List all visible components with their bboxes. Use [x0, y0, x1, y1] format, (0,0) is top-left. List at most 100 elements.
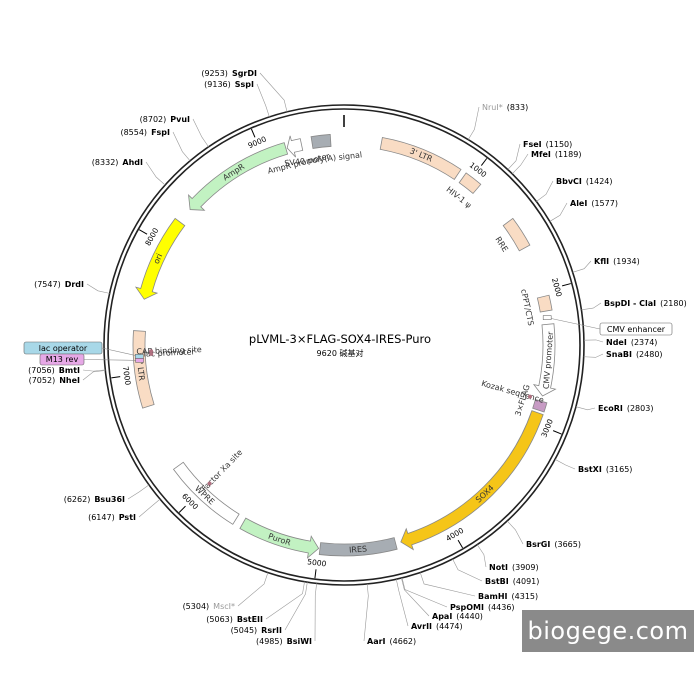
site-label-bsu36i: (6262)Bsu36I — [64, 495, 125, 504]
plasmid-size: 9620 碱基对 — [317, 348, 364, 358]
small-feature-label-lac-operator: lac operator — [39, 344, 88, 353]
feature-puror — [239, 517, 320, 559]
site-label-msci: (5304)MscI* — [183, 602, 235, 611]
site-label-fspi: (8554)FspI — [120, 128, 170, 137]
site-leader — [536, 180, 554, 202]
site-label-sspi: (9136)SspI — [204, 80, 254, 89]
tick-mark — [562, 283, 571, 287]
site-leader — [572, 260, 592, 273]
site-label-sgrdi: (9253)SgrDI — [201, 69, 257, 78]
site-leader — [192, 118, 209, 148]
site-leader — [314, 583, 317, 642]
tick-label: 3000 — [539, 417, 555, 438]
tick-mark — [138, 229, 148, 235]
site-leader — [86, 283, 110, 294]
tick-mark — [178, 505, 186, 513]
tick-mark — [314, 569, 317, 579]
site-leader — [507, 143, 521, 170]
feature-rre — [502, 217, 531, 252]
feature-3-ltr — [379, 137, 462, 180]
site-label-kfli: KflI(1934) — [594, 257, 640, 266]
site-label-avrii: AvrII(4474) — [411, 622, 463, 631]
site-label-pspomi: PspOMI(4436) — [450, 603, 515, 612]
feature-ori — [134, 217, 186, 300]
site-leader — [82, 369, 106, 372]
site-label-bsrgi: BsrGI(3665) — [526, 540, 581, 549]
small-feature-label-cmv-enhancer: CMV enhancer — [607, 325, 666, 334]
site-leader — [138, 498, 161, 518]
site-leader — [172, 131, 191, 162]
site-leader — [127, 484, 150, 500]
site-leader — [82, 370, 106, 381]
site-leader — [549, 202, 568, 222]
site-label-pvui: (8702)PvuI — [140, 115, 190, 124]
small-feature-label-cap-binding-site: CAP binding site — [136, 345, 202, 356]
site-label-aari: AarI(4662) — [367, 637, 416, 646]
site-leader — [401, 577, 448, 608]
feature-ampr — [188, 142, 289, 211]
feature-sox4 — [400, 410, 544, 551]
site-label-bspdi-clai: BspDI - ClaI(2180) — [604, 299, 687, 308]
small-feature-mark-m13-rev — [135, 358, 144, 363]
tick-mark — [480, 158, 488, 166]
site-label-nrui: NruI*(833) — [482, 103, 528, 112]
feature-label-3-ltr: 3' LTR — [135, 357, 147, 382]
tick-label: 8000 — [143, 226, 160, 247]
small-feature-label-m13-rev: M13 rev — [46, 355, 79, 364]
feature-label-ori: ori — [152, 252, 165, 265]
small-feature-label-kozak-sequence: Kozak sequence — [480, 379, 545, 405]
feature-label-rre: RRE — [493, 235, 509, 253]
feature-3-flag — [532, 399, 548, 413]
small-feature-label-lac-promoter: lac promoter — [143, 347, 195, 358]
watermark: biogege.com — [522, 610, 694, 652]
tick-mark — [457, 539, 464, 549]
site-leader — [476, 544, 487, 568]
tick-mark — [552, 430, 562, 435]
small-feature-label-factor-xa-site: Factor Xa site — [200, 448, 244, 493]
tick-label: 2000 — [550, 277, 564, 298]
feature-hiv-1 — [458, 172, 482, 195]
feature-label-cppt-cts: cPPT/CTS — [519, 288, 535, 326]
site-leader — [401, 577, 430, 617]
backbone-inner-circle — [107, 108, 581, 582]
site-label-nhei: (7052)NheI — [29, 376, 80, 385]
feature-cppt-cts — [536, 294, 553, 313]
site-leader — [575, 406, 596, 411]
site-leader — [583, 353, 604, 358]
site-label-fsei: FseI(1150) — [523, 140, 572, 149]
feature-ires — [318, 537, 398, 557]
small-feature-leader — [547, 317, 601, 330]
small-feature-mark-lac-promoter — [149, 351, 154, 356]
site-label-apai: ApaI(4440) — [432, 612, 483, 621]
site-label-ahdi: (8332)AhdI — [92, 158, 143, 167]
site-label-psti: (6147)PstI — [88, 513, 136, 522]
site-label-snabi: SnaBI(2480) — [606, 350, 663, 359]
site-leader — [265, 581, 305, 620]
site-leader — [237, 572, 269, 607]
site-label-bamhi: BamHI(4315) — [478, 592, 538, 601]
backbone-outer-circle — [103, 104, 585, 586]
small-feature-leader — [83, 359, 140, 361]
site-label-bbvci: BbvCI(1424) — [556, 177, 613, 186]
site-leader — [554, 459, 576, 470]
site-leader — [511, 153, 529, 175]
feature-wpre — [172, 461, 240, 525]
feature-3-ltr — [132, 330, 155, 409]
site-leader — [419, 572, 476, 597]
site-label-ecori: EcoRI(2803) — [598, 404, 653, 413]
feature-cmv-promoter — [532, 323, 557, 397]
site-leader — [395, 579, 409, 627]
site-label-mfei: MfeI(1189) — [531, 150, 581, 159]
site-label-bmti: (7056)BmtI — [28, 366, 80, 375]
site-label-bstxi: BstXI(3165) — [578, 465, 632, 474]
site-label-bsteii: (5063)BstEII — [206, 615, 263, 624]
site-label-ndei: NdeI(2374) — [606, 338, 657, 347]
site-label-bsiwi: (4985)BsiWI — [256, 637, 312, 646]
site-leader — [583, 339, 604, 343]
site-label-drdi: (7547)DrdI — [34, 280, 84, 289]
site-leader — [284, 582, 308, 631]
feature-label-ires: IRES — [349, 544, 368, 554]
small-feature-mark-cmv-enhancer — [542, 315, 552, 320]
tick-label: 7000 — [121, 366, 133, 386]
